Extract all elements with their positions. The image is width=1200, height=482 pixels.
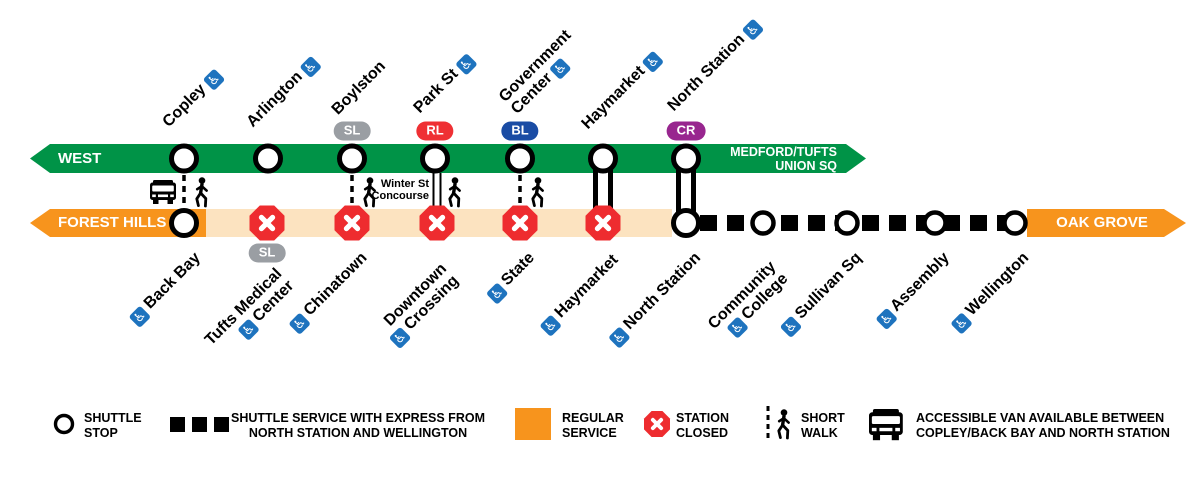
station-marker-copley (169, 143, 199, 174)
shuttle-stop-wellington (1002, 210, 1028, 236)
closed-x-mark (511, 214, 529, 232)
express-dash (727, 215, 744, 231)
express-dash (808, 215, 825, 231)
green-line-west-label: WEST (58, 150, 102, 167)
line-badge-sl-tufts-medical-center: SL (248, 243, 286, 263)
capsule-connector-inner (598, 158, 608, 210)
walking-person-icon (195, 175, 209, 208)
closed-x-mark (428, 214, 446, 232)
legend-express-dashes-icon (170, 417, 229, 432)
closed-x-mark (594, 214, 612, 232)
shuttle-stop-community-college (750, 210, 776, 236)
closed-x-mark (650, 417, 664, 431)
orange-line-forest-hills-label: FOREST HILLS (58, 214, 167, 231)
closed-x-mark (258, 214, 276, 232)
station-marker-park-st (420, 143, 450, 174)
winter-st-concourse-label: Winter St Concourse (371, 178, 429, 202)
green-line-medford-label: MEDFORD/TUFTS UNION SQ (730, 145, 837, 173)
express-dash (943, 215, 960, 231)
shuttle-stop-sullivan-sq (834, 210, 860, 236)
express-dash (889, 215, 906, 231)
legend-regular-service-swatch (515, 408, 551, 440)
express-dash (700, 215, 717, 231)
capsule-connector-inner (681, 158, 691, 223)
stations (169, 143, 1028, 241)
station-marker-boylston (337, 143, 367, 174)
line-badge-bl-government-center: BL (501, 121, 539, 141)
station-marker-north-station-orange (671, 208, 701, 238)
closed-x-mark (343, 214, 361, 232)
line-badge-sl-boylston: SL (333, 121, 371, 141)
legend-accessible-van-icon (869, 409, 903, 441)
legend-shuttle-stop-icon (53, 413, 75, 435)
line-badge-cr-north-station: CR (666, 121, 706, 141)
station-marker-back-bay (169, 208, 199, 238)
station-marker-haymarket (588, 143, 618, 174)
express-dash (862, 215, 879, 231)
accessible-van-icon (150, 180, 176, 204)
express-dash (970, 215, 987, 231)
legend-station-closed-icon (644, 411, 670, 437)
orange-line-left-arrow (30, 209, 206, 237)
line-badge-rl-park-st: RL (416, 121, 454, 141)
walking-person-icon (531, 175, 545, 208)
orange-line-oak-grove-label: OAK GROVE (1056, 214, 1148, 231)
shuttle-stop-assembly (922, 210, 948, 236)
station-marker-government-center (505, 143, 535, 174)
station-marker-arlington (253, 143, 283, 174)
express-dash (781, 215, 798, 231)
orange-line-right-arrow (1027, 209, 1186, 237)
legend-icons (53, 406, 903, 442)
legend-short-walk-icon (766, 406, 791, 442)
walking-person-icon (448, 175, 462, 208)
station-marker-north-station (671, 143, 701, 174)
